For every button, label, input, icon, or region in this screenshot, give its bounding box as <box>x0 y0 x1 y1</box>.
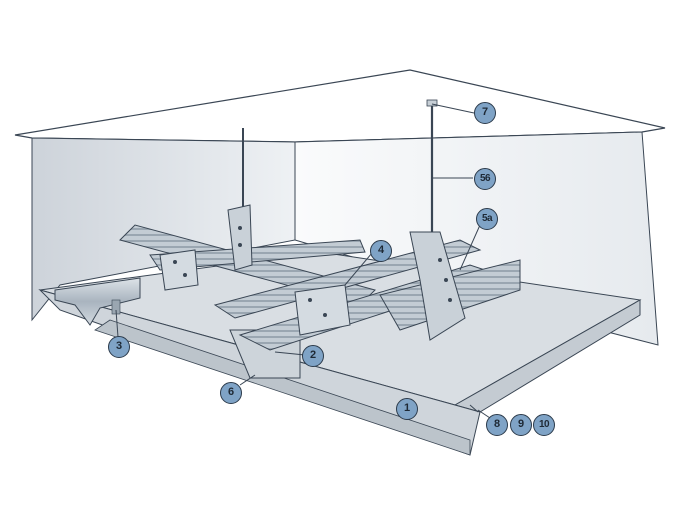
callout-10: 10 <box>533 414 555 436</box>
callout-9: 9 <box>510 414 532 436</box>
connector-clip-front <box>294 284 351 336</box>
hanger-clip-left <box>227 204 253 271</box>
hanger-clip-right <box>409 231 466 341</box>
callout-4: 4 <box>370 240 392 262</box>
callout-56: 56 <box>474 168 496 190</box>
callout-2: 2 <box>302 345 324 367</box>
callout-5a: 5a <box>476 208 498 230</box>
callout-3: 3 <box>108 336 130 358</box>
callout-7: 7 <box>474 102 496 124</box>
callout-6: 6 <box>220 382 242 404</box>
callout-8: 8 <box>486 414 508 436</box>
connector-clip-back <box>159 249 199 291</box>
leader-lines <box>115 103 491 419</box>
callout-1: 1 <box>396 398 418 420</box>
roof-outline <box>14 69 666 143</box>
